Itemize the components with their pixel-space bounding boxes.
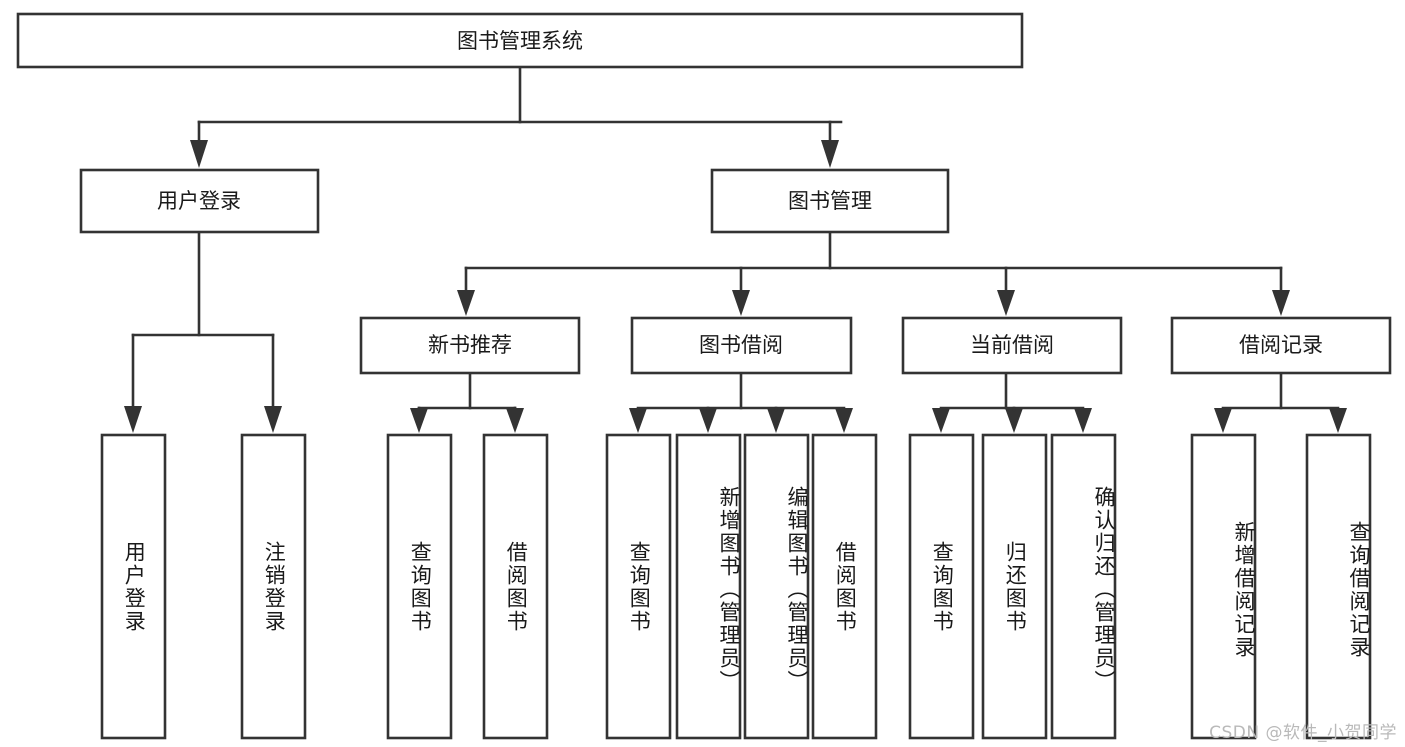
node-user-login-label: 用户登录: [157, 189, 241, 213]
watermark-text: CSDN @软件_小贺同学: [1209, 723, 1397, 743]
node-current-borrow[interactable]: 当前借阅: [901, 316, 1123, 375]
node-root[interactable]: 图书管理系统: [16, 12, 1024, 69]
arrow-head-leaf-borrow-book-1: [506, 408, 524, 433]
arrow-head-leaf-add-book: [699, 408, 717, 433]
connector-book-borrow-children: [629, 371, 853, 433]
node-new-book-rec-label: 新书推荐: [428, 333, 512, 357]
leaf-query-record-box[interactable]: [1305, 433, 1372, 740]
leaf-return-book-box[interactable]: [981, 433, 1048, 740]
leaf-edit-book-box[interactable]: [743, 433, 810, 740]
leaf-query-book-3-box[interactable]: [908, 433, 975, 740]
leaf-user-login-box[interactable]: [100, 433, 167, 740]
arrow-head-leaf-user-login: [124, 406, 142, 433]
arrow-head-book-mgmt: [821, 140, 839, 168]
arrow-head-leaf-query-book-2: [629, 408, 647, 433]
leaf-query-book-1-box[interactable]: [386, 433, 453, 740]
node-borrow-record-box[interactable]: [1170, 316, 1392, 375]
leaf-logout-box[interactable]: [240, 433, 307, 740]
leaf-add-record-box[interactable]: [1190, 433, 1257, 740]
node-borrow-record-label: 借阅记录: [1239, 333, 1323, 357]
node-root-box[interactable]: [16, 12, 1024, 69]
node-book-borrow[interactable]: 图书借阅: [630, 316, 853, 375]
arrow-head-leaf-query-record: [1329, 408, 1347, 433]
node-book-borrow-box[interactable]: [630, 316, 853, 375]
arrow-head-leaf-return-book: [1005, 408, 1023, 433]
node-user-login-box[interactable]: [79, 168, 320, 234]
node-book-mgmt[interactable]: 图书管理: [710, 168, 950, 234]
connector-root-to-level2: [190, 65, 843, 168]
leaf-borrow-book-2-box[interactable]: [811, 433, 878, 740]
connector-current-borrow-children: [932, 371, 1092, 433]
connector-borrow-record-children: [1214, 371, 1347, 433]
node-book-mgmt-label: 图书管理: [788, 189, 872, 213]
connector-user-login-children: [124, 230, 282, 433]
leaf-confirm-return-box[interactable]: [1050, 433, 1117, 740]
leaf-borrow-book-1-box[interactable]: [482, 433, 549, 740]
node-root-label: 图书管理系统: [457, 29, 583, 53]
arrow-head-borrow-record: [1272, 290, 1290, 316]
node-current-borrow-label: 当前借阅: [970, 333, 1054, 357]
leaf-node-boxes: [100, 433, 1372, 740]
node-new-book-rec[interactable]: 新书推荐: [359, 316, 581, 375]
arrow-head-leaf-edit-book: [767, 408, 785, 433]
arrow-head-leaf-query-book-3: [932, 408, 950, 433]
leaf-add-book-box[interactable]: [675, 433, 742, 740]
node-book-mgmt-box[interactable]: [710, 168, 950, 234]
arrow-head-leaf-logout: [264, 406, 282, 433]
arrow-head-book-borrow: [732, 290, 750, 316]
arrow-head-leaf-borrow-book-2: [835, 408, 853, 433]
connector-book-mgmt-children: [457, 230, 1290, 316]
node-user-login[interactable]: 用户登录: [79, 168, 320, 234]
arrow-head-current-borrow: [997, 290, 1015, 316]
arrow-head-leaf-query-book-1: [410, 408, 428, 433]
arrow-head-leaf-add-record: [1214, 408, 1232, 433]
arrow-head-leaf-confirm-return: [1074, 408, 1092, 433]
node-current-borrow-box[interactable]: [901, 316, 1123, 375]
node-borrow-record[interactable]: 借阅记录: [1170, 316, 1392, 375]
connector-new-book-rec-children: [410, 371, 524, 433]
leaf-query-book-2-box[interactable]: [605, 433, 672, 740]
node-book-borrow-label: 图书借阅: [699, 333, 783, 357]
node-new-book-rec-box[interactable]: [359, 316, 581, 375]
arrow-head-new-book-rec: [457, 290, 475, 316]
arrow-head-user-login: [190, 140, 208, 168]
